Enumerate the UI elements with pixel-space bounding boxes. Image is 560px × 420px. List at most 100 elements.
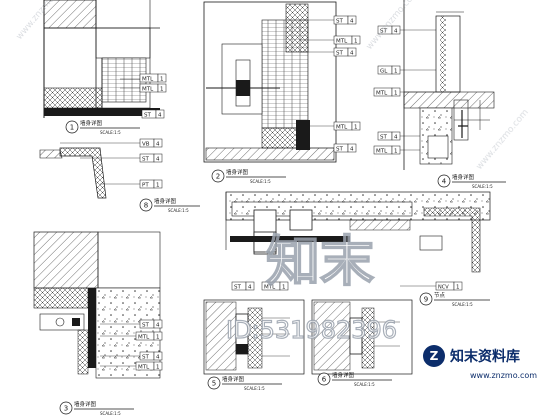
detail-title-9: 9 节点 SCALE:1:5 xyxy=(419,291,490,307)
tag-number: 1 xyxy=(156,183,160,189)
tag-mtl-1: MTL 1 xyxy=(139,73,167,83)
tag-label: ST xyxy=(142,355,149,361)
tag-st-4: ST 4 xyxy=(141,109,165,119)
tag-number: 4 xyxy=(350,147,354,153)
tag-number: 4 xyxy=(350,19,354,25)
tag-mtl-1b: MTL 1 xyxy=(139,83,167,93)
tag-mtl-1: MTL 1 xyxy=(135,331,163,341)
tag-mtl-1: MTL 1 xyxy=(373,87,401,97)
detail-number: 6 xyxy=(322,376,327,384)
brand-logo-icon: Z xyxy=(423,345,445,367)
detail-scale: SCALE:1:5 xyxy=(100,130,121,135)
tag-number: 4 xyxy=(158,113,162,119)
tag-label: ST xyxy=(380,29,387,35)
tag-label: ST xyxy=(142,157,149,163)
diag-watermark: www.znzmo.com xyxy=(365,0,421,52)
tag-st-4: ST 4 xyxy=(139,153,163,163)
tag-label: MTL xyxy=(376,149,388,155)
tag-label: ST xyxy=(336,147,343,153)
brand-url: www.znzmo.com xyxy=(470,371,537,380)
watermark-id: ID:531982396 xyxy=(226,316,397,344)
detail-9: ST 4 MTL 1 NCV 1 9 节点 SCALE:1:5 xyxy=(225,191,491,307)
detail-1: MTL 1 MTL 1 ST 4 1 墙身详图 SCALE:1:5 xyxy=(43,0,167,135)
tag-number: 4 xyxy=(156,142,160,148)
tag-number: 4 xyxy=(156,323,160,329)
tag-number: 4 xyxy=(156,355,160,361)
tag-number: 4 xyxy=(248,285,252,291)
detail-title-5: 5 墙身详图 SCALE:1:5 xyxy=(207,375,282,391)
detail-scale: SCALE:1:5 xyxy=(472,184,493,189)
detail-number: 9 xyxy=(424,296,428,304)
tag-label: PT xyxy=(142,183,149,189)
watermark-logo: 知末 xyxy=(266,230,374,293)
brand-name: 知末资料库 xyxy=(450,348,520,365)
tag-label: ST xyxy=(142,323,149,329)
tag-st-4b: ST 4 xyxy=(377,131,401,141)
tag-st-4: ST 4 xyxy=(139,319,163,329)
detail-2: ST 4 MTL 1 ST 4 MTL 1 ST 4 xyxy=(203,1,361,184)
detail-title-2: 2 墙身详图 SCALE:1:5 xyxy=(211,168,286,184)
watermark-layer: 知末 ID:531982396 xyxy=(225,229,397,344)
tag-ncv-1: NCV 1 xyxy=(435,281,463,291)
tag-number: 1 xyxy=(160,77,164,83)
tag-st-4b: ST 4 xyxy=(139,351,163,361)
tag-number: 4 xyxy=(394,29,398,35)
tag-number: 4 xyxy=(156,157,160,163)
detail-title-4: 4 墙身详图 SCALE:1:5 xyxy=(437,173,506,189)
tag-label: MTL xyxy=(376,91,388,97)
detail-8: VB 4 ST 4 PT 1 8 墙身详图 SCALE:1:5 xyxy=(39,138,200,213)
tag-label: MTL xyxy=(138,335,150,341)
tag-number: 1 xyxy=(160,87,164,93)
tag-st-4c: ST 4 xyxy=(333,143,357,153)
detail-number: 2 xyxy=(216,173,220,181)
tag-label: GL xyxy=(380,69,388,75)
tag-label: ST xyxy=(144,113,151,119)
tag-vb-4: VB 4 xyxy=(139,138,163,148)
detail-scale: SCALE:1:5 xyxy=(168,208,189,213)
detail-6: 6 墙身详图 SCALE:1:5 xyxy=(311,299,413,387)
tag-number: 1 xyxy=(354,39,358,45)
detail-title-6: 6 墙身详图 SCALE:1:5 xyxy=(317,371,392,387)
detail-title-1: 1 墙身详图 SCALE:1:5 xyxy=(65,119,140,135)
tag-mtl-1b: MTL 1 xyxy=(333,121,361,131)
tag-number: 1 xyxy=(354,125,358,131)
diag-watermark: www.znzmo.com xyxy=(475,108,531,172)
tag-mtl-1b: MTL 1 xyxy=(135,361,163,371)
tag-label: MTL xyxy=(142,87,154,93)
detail-name: 墙身详图 xyxy=(222,375,245,383)
tag-label: VB xyxy=(142,142,150,148)
tag-label: MTL xyxy=(336,125,348,131)
tag-label: MTL xyxy=(336,39,348,45)
tag-label: ST xyxy=(336,19,343,25)
tag-mtl-1: MTL 1 xyxy=(261,281,289,291)
detail-4: ST 4 GL 1 MTL 1 ST 4 MTL 1 xyxy=(373,0,506,189)
tag-st-4b: ST 4 xyxy=(333,47,357,57)
detail-name: 墙身详图 xyxy=(226,168,249,176)
detail-number: 3 xyxy=(64,405,68,413)
tag-st-4: ST 4 xyxy=(333,15,357,25)
detail-number: 5 xyxy=(212,380,216,388)
tag-label: ST xyxy=(380,135,387,141)
tag-mtl-1b: MTL 1 xyxy=(373,145,401,155)
detail-scale: SCALE:1:5 xyxy=(250,179,271,184)
detail-5: 5 墙身详图 SCALE:1:5 xyxy=(203,299,305,391)
brand-stamp: Z 知末资料库 www.znzmo.com xyxy=(414,340,560,420)
tag-st-4: ST 4 xyxy=(231,281,255,291)
detail-title-3: 3 墙身详图 SCALE:1:5 xyxy=(59,400,134,416)
detail-name: 墙身详图 xyxy=(332,371,355,379)
detail-3: ST 4 MTL 1 ST 4 MTL 1 3 墙身详图 SCALE:1:5 xyxy=(33,231,163,416)
tag-number: 1 xyxy=(282,285,286,291)
tag-gl-1: GL 1 xyxy=(377,65,401,75)
tag-number: 1 xyxy=(156,365,160,371)
tag-number: 1 xyxy=(394,149,398,155)
detail-scale: SCALE:1:5 xyxy=(100,411,121,416)
tag-number: 1 xyxy=(456,285,460,291)
tag-st-4: ST 4 xyxy=(377,25,401,35)
detail-title-8: 8 墙身详图 SCALE:1:5 xyxy=(139,197,200,213)
detail-number: 4 xyxy=(442,178,447,186)
detail-scale: SCALE:1:5 xyxy=(354,382,375,387)
tag-pt-1: PT 1 xyxy=(139,179,163,189)
tag-number: 4 xyxy=(394,135,398,141)
tag-label: MTL xyxy=(142,77,154,83)
